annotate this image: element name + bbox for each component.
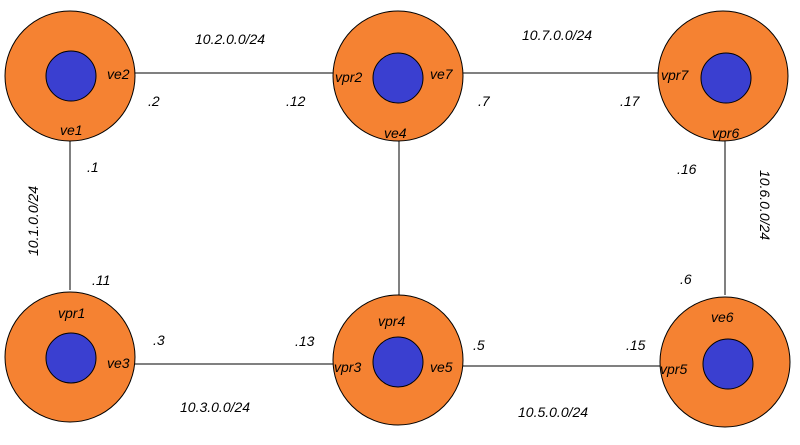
host-id: .11 bbox=[92, 272, 110, 288]
iface-ve4: ve4 bbox=[384, 125, 407, 141]
iface-vpr6: vpr6 bbox=[712, 125, 739, 141]
iface-ve2: ve2 bbox=[107, 66, 130, 82]
iface-vpr1: vpr1 bbox=[58, 305, 85, 321]
node-ve6: ve6 vpr5 bbox=[659, 296, 791, 428]
network-label: 10.7.0.0/24 bbox=[522, 27, 592, 43]
network-label: 10.1.0.0/24 bbox=[25, 186, 41, 256]
host-id: .16 bbox=[677, 161, 697, 177]
iface-vpr7: vpr7 bbox=[661, 67, 689, 83]
iface-ve7: ve7 bbox=[430, 66, 454, 82]
iface-ve3: ve3 bbox=[107, 355, 130, 371]
iface-ve5: ve5 bbox=[430, 359, 453, 375]
host-id: .12 bbox=[286, 93, 306, 109]
node-inner-circle bbox=[700, 52, 752, 104]
iface-vpr2: vpr2 bbox=[335, 69, 362, 85]
host-id: .2 bbox=[148, 93, 160, 109]
network-label: 10.3.0.0/24 bbox=[180, 399, 250, 415]
iface-vpr4: vpr4 bbox=[378, 313, 405, 329]
host-id: .13 bbox=[295, 333, 315, 349]
host-id: .3 bbox=[153, 332, 165, 348]
iface-vpr3: vpr3 bbox=[334, 359, 361, 375]
host-id: .15 bbox=[626, 337, 646, 353]
node-inner-circle bbox=[45, 332, 97, 384]
network-label: 10.2.0.0/24 bbox=[195, 31, 265, 47]
iface-vpr5: vpr5 bbox=[660, 361, 687, 377]
node-ve1: ve1 ve2 bbox=[4, 10, 136, 142]
node-vpr2: vpr2 ve7 ve4 bbox=[332, 10, 464, 142]
node-vpr1: vpr1 ve3 bbox=[4, 291, 136, 423]
network-label: 10.5.0.0/24 bbox=[518, 404, 588, 420]
node-vpr4: vpr4 vpr3 ve5 bbox=[332, 294, 464, 426]
iface-ve6: ve6 bbox=[711, 309, 734, 325]
node-inner-circle bbox=[45, 50, 97, 102]
host-id: .6 bbox=[680, 271, 692, 287]
links bbox=[69, 72, 726, 367]
node-inner-circle bbox=[372, 52, 424, 104]
node-vpr7: vpr7 vpr6 bbox=[657, 10, 789, 142]
node-inner-circle bbox=[372, 336, 424, 388]
node-inner-circle bbox=[702, 338, 754, 390]
host-id: .17 bbox=[620, 93, 641, 109]
iface-ve1: ve1 bbox=[60, 122, 83, 138]
host-id: .7 bbox=[478, 93, 491, 109]
host-id: .1 bbox=[87, 159, 99, 175]
host-id: .5 bbox=[473, 337, 485, 353]
network-label: 10.6.0.0/24 bbox=[757, 170, 773, 240]
